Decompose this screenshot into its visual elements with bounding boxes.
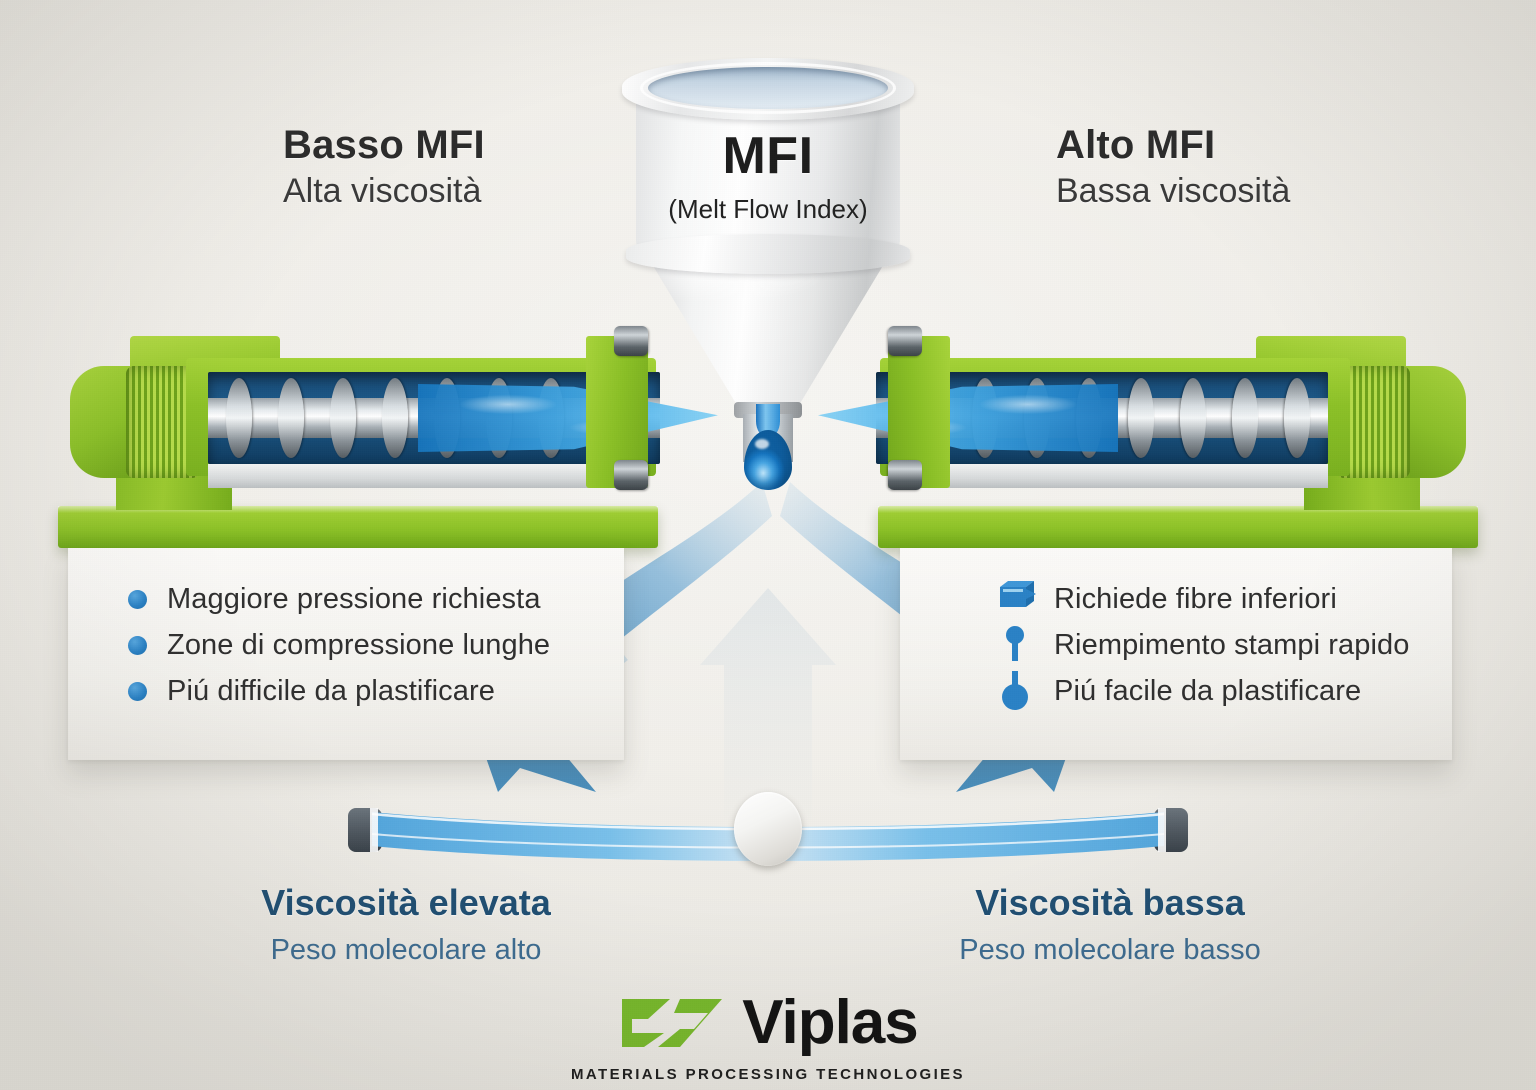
list-item-label: Riempimento stampi rapido: [1054, 628, 1410, 661]
polymer-melt-stream: [818, 384, 1118, 452]
dot-icon: [128, 589, 147, 609]
machine-bolt: [888, 460, 922, 490]
machine-bolt: [888, 326, 922, 356]
droplet-bead: [744, 430, 792, 490]
machine-base: [58, 506, 658, 548]
logo-lockup: Viplas: [618, 988, 919, 1057]
screw-flight: [226, 378, 252, 458]
bullet-list-high-mfi: Richiede fibre inferiori Riempimento sta…: [900, 576, 1536, 714]
list-item-label: Maggiore pressione richiesta: [167, 582, 541, 615]
machine-bolt: [614, 460, 648, 490]
arrow-up-icon: [700, 588, 836, 820]
dot-icon: [128, 635, 147, 655]
label-high-viscosity-sub: Peso molecolare alto: [270, 934, 542, 966]
funnel-icon: MFI (Melt Flow Index): [622, 58, 914, 462]
droplet-icon: [996, 669, 1040, 713]
heading-low-mfi: Basso MFI Alta viscosità: [283, 123, 485, 211]
logo-tagline: MATERIALS PROCESSING TECHNOLOGIES: [571, 1066, 965, 1083]
dot-icon: [128, 681, 147, 701]
label-high-viscosity: Viscosità elevata Peso molecolare alto: [186, 882, 626, 967]
screw-flight: [382, 378, 408, 458]
heading-high-mfi: Alto MFI Bassa viscosità: [1056, 123, 1291, 211]
heading-low-mfi-subtitle: Alta viscosità: [283, 172, 482, 211]
funnel-collar: [626, 234, 910, 274]
list-item: Piú difficile da plastificare: [128, 668, 684, 714]
machine-base: [878, 506, 1478, 548]
label-low-viscosity-title: Viscosità bassa: [975, 882, 1245, 923]
screw-flight: [1232, 378, 1258, 458]
bullet-list-low-mfi: Maggiore pressione richiesta Zone di com…: [68, 576, 684, 714]
funnel-title: MFI: [722, 127, 814, 185]
brand-logo: Viplas MATERIALS PROCESSING TECHNOLOGIES: [0, 988, 1536, 1084]
list-item: Maggiore pressione richiesta: [128, 576, 684, 622]
logo-wordmark: Viplas: [742, 988, 919, 1057]
list-item-label: Zone di compressione lunghe: [167, 628, 551, 661]
flow-block-icon: [996, 577, 1040, 621]
machine-bolt: [614, 326, 648, 356]
balance-beam-icon: [348, 786, 1188, 872]
pivot-icon: [734, 792, 802, 866]
screw-flight: [278, 378, 304, 458]
list-item: Zone di compressione lunghe: [128, 622, 684, 668]
drip-pin-icon: [996, 623, 1040, 667]
extruder-screw-low-mfi: [58, 288, 718, 548]
extruder-screw-high-mfi: [818, 288, 1478, 548]
heading-low-mfi-title: Basso MFI: [283, 123, 485, 167]
machine-support-plate: [888, 464, 1328, 488]
funnel-subtitle: (Melt Flow Index): [668, 194, 868, 224]
droplet-icon: [735, 404, 801, 508]
screw-flight: [1180, 378, 1206, 458]
info-panel-high-mfi: Richiede fibre inferiori Riempimento sta…: [900, 548, 1452, 760]
label-low-viscosity: Viscosità bassa Peso molecolare basso: [890, 882, 1330, 967]
label-low-viscosity-sub: Peso molecolare basso: [959, 934, 1261, 966]
list-item-label: Richiede fibre inferiori: [1054, 582, 1337, 615]
funnel-rim-lip: [640, 62, 896, 114]
screw-flight: [1128, 378, 1154, 458]
list-item-label: Piú difficile da plastificare: [167, 674, 495, 707]
label-high-viscosity-title: Viscosità elevata: [261, 882, 551, 923]
funnel-label: MFI (Melt Flow Index): [622, 126, 914, 225]
list-item: Riempimento stampi rapido: [996, 622, 1536, 668]
list-item: Richiede fibre inferiori: [996, 576, 1536, 622]
polymer-melt-stream: [418, 384, 718, 452]
screw-flight: [330, 378, 356, 458]
screw-flight: [1284, 378, 1310, 458]
list-item-label: Piú facile da plastificare: [1054, 674, 1362, 707]
heading-high-mfi-subtitle: Bassa viscosità: [1056, 172, 1291, 211]
viplas-chevron-mark: [622, 999, 723, 1047]
heading-high-mfi-title: Alto MFI: [1056, 123, 1216, 167]
list-item: Piú facile da plastificare: [996, 668, 1536, 714]
machine-support-plate: [208, 464, 648, 488]
info-panel-low-mfi: Maggiore pressione richiesta Zone di com…: [68, 548, 624, 760]
